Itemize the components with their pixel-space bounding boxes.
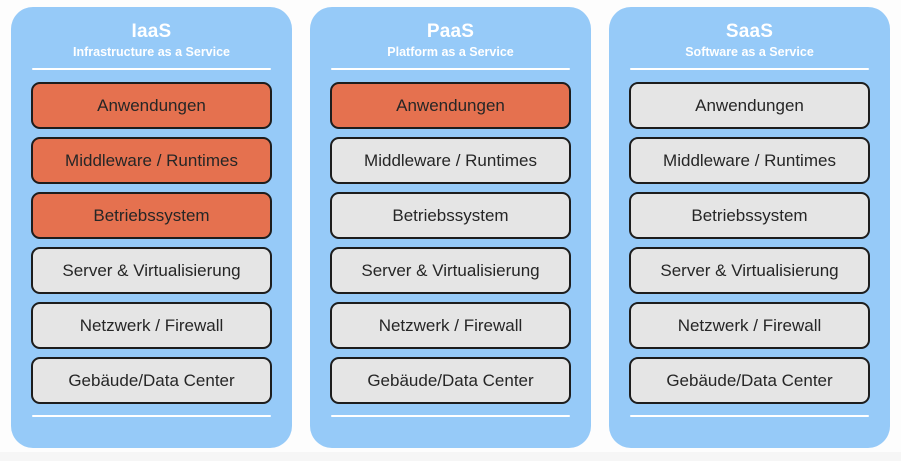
- card-title: PaaS: [426, 21, 475, 42]
- stack-layer-label: Anwendungen: [97, 95, 206, 115]
- stack-layer: Betriebssystem: [330, 192, 571, 239]
- stack-layer: Gebäude/Data Center: [31, 357, 272, 404]
- card-header: IaaS Infrastructure as a Service: [31, 21, 272, 61]
- header-divider: [32, 68, 271, 70]
- footer-divider: [630, 415, 869, 417]
- card-spacer: [330, 417, 571, 448]
- footer-divider: [32, 415, 271, 417]
- stack-layer: Netzwerk / Firewall: [330, 302, 571, 349]
- stack-layer: Gebäude/Data Center: [330, 357, 571, 404]
- stack-layer: Server & Virtualisierung: [330, 247, 571, 294]
- stack-layer: Middleware / Runtimes: [629, 137, 870, 184]
- stack-layer: Middleware / Runtimes: [330, 137, 571, 184]
- stack-layer: Anwendungen: [330, 82, 571, 129]
- stack-layer-label: Netzwerk / Firewall: [677, 315, 822, 335]
- header-divider: [331, 68, 570, 70]
- card-subtitle: Platform as a Service: [387, 45, 514, 59]
- stack-layer-label: Server & Virtualisierung: [660, 260, 839, 280]
- card-spacer: [629, 417, 870, 448]
- stack-layer: Netzwerk / Firewall: [31, 302, 272, 349]
- bottom-edge-strip: [0, 452, 901, 461]
- header-divider: [630, 68, 869, 70]
- stack-layer-label: Server & Virtualisierung: [62, 260, 241, 280]
- stack-layer-label: Middleware / Runtimes: [663, 150, 836, 170]
- stack-layer-label: Betriebssystem: [392, 205, 509, 225]
- card-title: IaaS: [131, 21, 172, 42]
- stack-layer-label: Gebäude/Data Center: [666, 370, 833, 390]
- stack-layer-label: Gebäude/Data Center: [68, 370, 235, 390]
- stack-layer-label: Anwendungen: [396, 95, 505, 115]
- stack-layer-label: Gebäude/Data Center: [367, 370, 534, 390]
- footer-divider: [331, 415, 570, 417]
- stack-layer: Anwendungen: [31, 82, 272, 129]
- stack-layer: Server & Virtualisierung: [31, 247, 272, 294]
- stack-layer: Betriebssystem: [31, 192, 272, 239]
- stack-layer: Betriebssystem: [629, 192, 870, 239]
- stack-layer-label: Netzwerk / Firewall: [79, 315, 224, 335]
- stack-layer-label: Server & Virtualisierung: [361, 260, 540, 280]
- stack-layer: Netzwerk / Firewall: [629, 302, 870, 349]
- stack-layer-label: Middleware / Runtimes: [65, 150, 238, 170]
- stack-layer-label: Netzwerk / Firewall: [378, 315, 523, 335]
- card-subtitle: Infrastructure as a Service: [72, 45, 231, 59]
- stack-layer-label: Middleware / Runtimes: [364, 150, 537, 170]
- card-header: SaaS Software as a Service: [629, 21, 870, 61]
- stack-layer-label: Betriebssystem: [93, 205, 210, 225]
- stack-layer: Middleware / Runtimes: [31, 137, 272, 184]
- stack-layer-label: Anwendungen: [695, 95, 804, 115]
- stack-layer: Anwendungen: [629, 82, 870, 129]
- card-title: SaaS: [725, 21, 774, 42]
- card-subtitle: Software as a Service: [685, 45, 814, 59]
- stack-layer: Server & Virtualisierung: [629, 247, 870, 294]
- stack-layer: Gebäude/Data Center: [629, 357, 870, 404]
- card-spacer: [31, 417, 272, 448]
- card-header: PaaS Platform as a Service: [330, 21, 571, 61]
- stack-layer-label: Betriebssystem: [691, 205, 808, 225]
